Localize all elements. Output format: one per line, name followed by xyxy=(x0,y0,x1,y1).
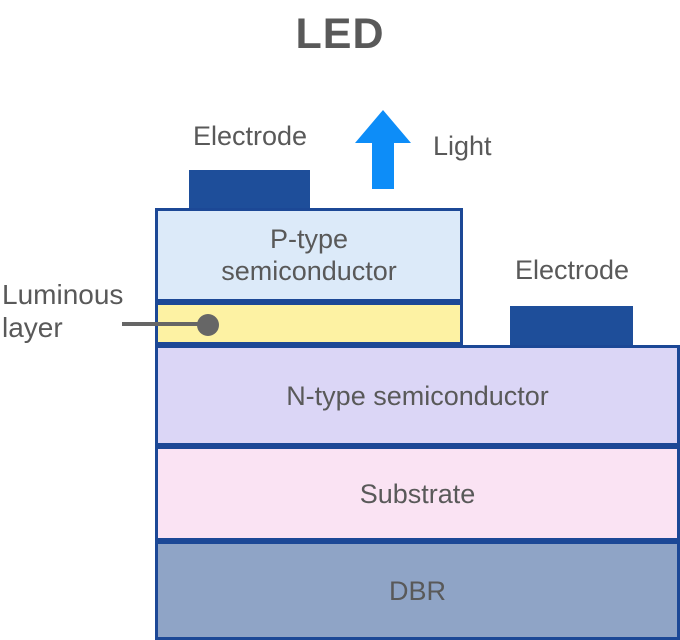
light-label: Light xyxy=(433,131,492,161)
electrode-right-label: Electrode xyxy=(514,255,630,285)
arrow-up-shape xyxy=(355,110,411,189)
diagram-title: LED xyxy=(295,10,385,58)
layer-n-type-semiconductor: N-type semiconductor xyxy=(155,345,680,446)
light-arrow-icon xyxy=(355,110,411,189)
electrode-left-label: Electrode xyxy=(192,121,308,151)
layer-p-type-semiconductor: P-type semiconductor xyxy=(155,208,463,302)
layer-dbr: DBR xyxy=(155,541,680,640)
electrode-right-contact xyxy=(510,306,633,345)
layer-substrate: Substrate xyxy=(155,446,680,541)
electrode-left-contact xyxy=(189,170,310,209)
luminous-leader-line xyxy=(122,322,210,326)
luminous-layer-label: Luminous layer xyxy=(2,279,124,343)
luminous-leader-dot xyxy=(197,314,219,336)
